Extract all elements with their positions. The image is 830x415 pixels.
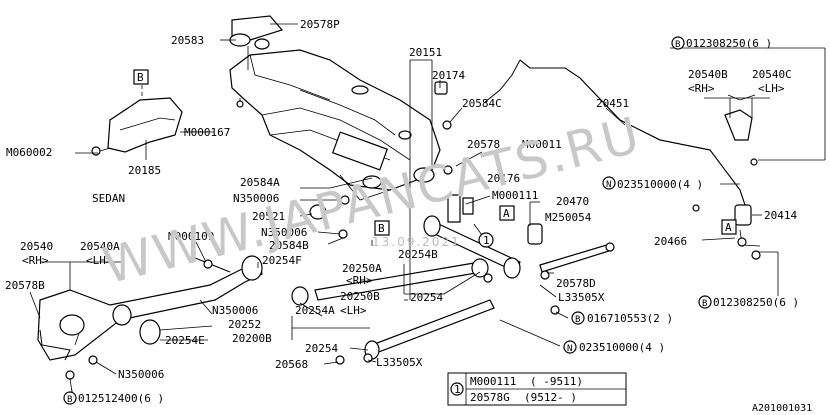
reference-markers: B B A A 1: [133, 69, 737, 248]
label-20174: 20174: [432, 69, 465, 82]
ref-box-b-mid: B: [378, 222, 385, 235]
label-sedan: SEDAN: [92, 192, 125, 205]
label-lh-1: <LH>: [758, 82, 785, 95]
code-prefix-markers: B N B B N B: [63, 36, 712, 405]
label-rh-3: <RH>: [346, 274, 373, 287]
label-20521: 20521: [252, 210, 285, 223]
label-20250B: 20250B: [340, 290, 380, 303]
label-20540C: 20540C: [752, 68, 792, 81]
label-20470: 20470: [556, 195, 589, 208]
label-20584A: 20584A: [240, 176, 280, 189]
svg-text:B: B: [675, 40, 680, 50]
label-20451: 20451: [596, 97, 629, 110]
notes-key: 1: [454, 383, 461, 396]
label-n350006-c: N350006: [212, 304, 258, 317]
label-20254B: 20254B: [398, 248, 438, 261]
ref-box-a-1: A: [503, 207, 510, 220]
label-n350006-b: N350006: [261, 226, 307, 239]
label-20578: 20578: [467, 138, 500, 151]
label-20540: 20540: [20, 240, 53, 253]
label-m250054: M250054: [545, 211, 592, 224]
crossmember-illustration: [229, 15, 441, 201]
label-012308250-bot: 012308250(6 ): [713, 296, 799, 309]
part-labels: 20583 20578P 20151 20174 20584C 20451 20…: [5, 18, 799, 405]
label-20466: 20466: [654, 235, 687, 248]
label-20540B: 20540B: [688, 68, 728, 81]
label-20250A: 20250A: [342, 262, 382, 275]
label-20185: 20185: [128, 164, 161, 177]
label-m00011: M00011: [522, 138, 562, 151]
svg-text:B: B: [702, 299, 707, 309]
label-lh-3: <LH>: [340, 304, 367, 317]
label-20176: 20176: [487, 172, 520, 185]
lower-arm-illustration: [37, 255, 263, 393]
label-m000111: M000111: [492, 189, 538, 202]
label-20414: 20414: [764, 209, 797, 222]
ref-circle-1: 1: [483, 234, 490, 247]
label-lh-2: <LH>: [86, 254, 113, 267]
label-rh-2: <RH>: [22, 254, 49, 267]
svg-text:N: N: [606, 180, 611, 190]
label-rh-1: <RH>: [688, 82, 715, 95]
label-20578P: 20578P: [300, 18, 340, 31]
label-023510000-top: 023510000(4 ): [617, 178, 703, 191]
label-20254F: 20254F: [262, 254, 302, 267]
label-20568: 20568: [275, 358, 308, 371]
watermark-date: 13.09.2021: [372, 235, 461, 249]
label-016710553: 016710553(2 ): [587, 312, 673, 325]
label-20151: 20151: [409, 46, 442, 59]
svg-text:B: B: [575, 315, 580, 325]
ref-box-a-2: A: [725, 221, 732, 234]
label-m000109: M000109: [168, 230, 214, 243]
stabilizer-bar-illustration: [484, 59, 761, 260]
label-20254E: 20254E: [165, 334, 205, 347]
label-20540A: 20540A: [80, 240, 120, 253]
label-l33505x-b: L33505X: [376, 356, 423, 369]
label-023510000-bot: 023510000(4 ): [579, 341, 665, 354]
label-20584C: 20584C: [462, 97, 502, 110]
diagram-code: A201001031: [752, 403, 812, 414]
label-20252: 20252: [228, 318, 261, 331]
label-m000167: M000167: [184, 126, 230, 139]
svg-text:N: N: [567, 344, 572, 354]
label-20254A: 20254A: [295, 304, 335, 317]
svg-text:B: B: [67, 395, 72, 405]
label-012308250-top: 012308250(6 ): [686, 37, 772, 50]
notes-row-2-range: (9512- ): [524, 391, 577, 404]
label-n350006-d: N350006: [118, 368, 164, 381]
label-20584B: 20584B: [269, 239, 309, 252]
fasteners: [203, 81, 474, 365]
label-20254-bot: 20254: [305, 342, 338, 355]
notes-row-2-part: 20578G: [470, 391, 510, 404]
label-20200B: 20200B: [232, 332, 272, 345]
notes-table: 1 M000111 ( -9511) 20578G (9512- ): [447, 372, 627, 406]
label-20578B: 20578B: [5, 279, 45, 292]
label-m060002: M060002: [6, 146, 52, 159]
leader-lines: [29, 23, 826, 398]
label-n350006-a: N350006: [233, 192, 279, 205]
label-l33505x-a: L33505X: [558, 291, 605, 304]
notes-row-1-part: M000111: [470, 375, 516, 388]
sedan-bracket-illustration: [91, 78, 183, 156]
label-20583: 20583: [171, 34, 204, 47]
ref-box-b-top: B: [137, 71, 144, 84]
lateral-links-illustration: [291, 215, 615, 360]
label-20578D: 20578D: [556, 277, 596, 290]
notes-row-1-range: ( -9511): [530, 375, 583, 388]
label-20254: 20254: [410, 291, 443, 304]
label-012512400: 012512400(6 ): [78, 392, 164, 405]
